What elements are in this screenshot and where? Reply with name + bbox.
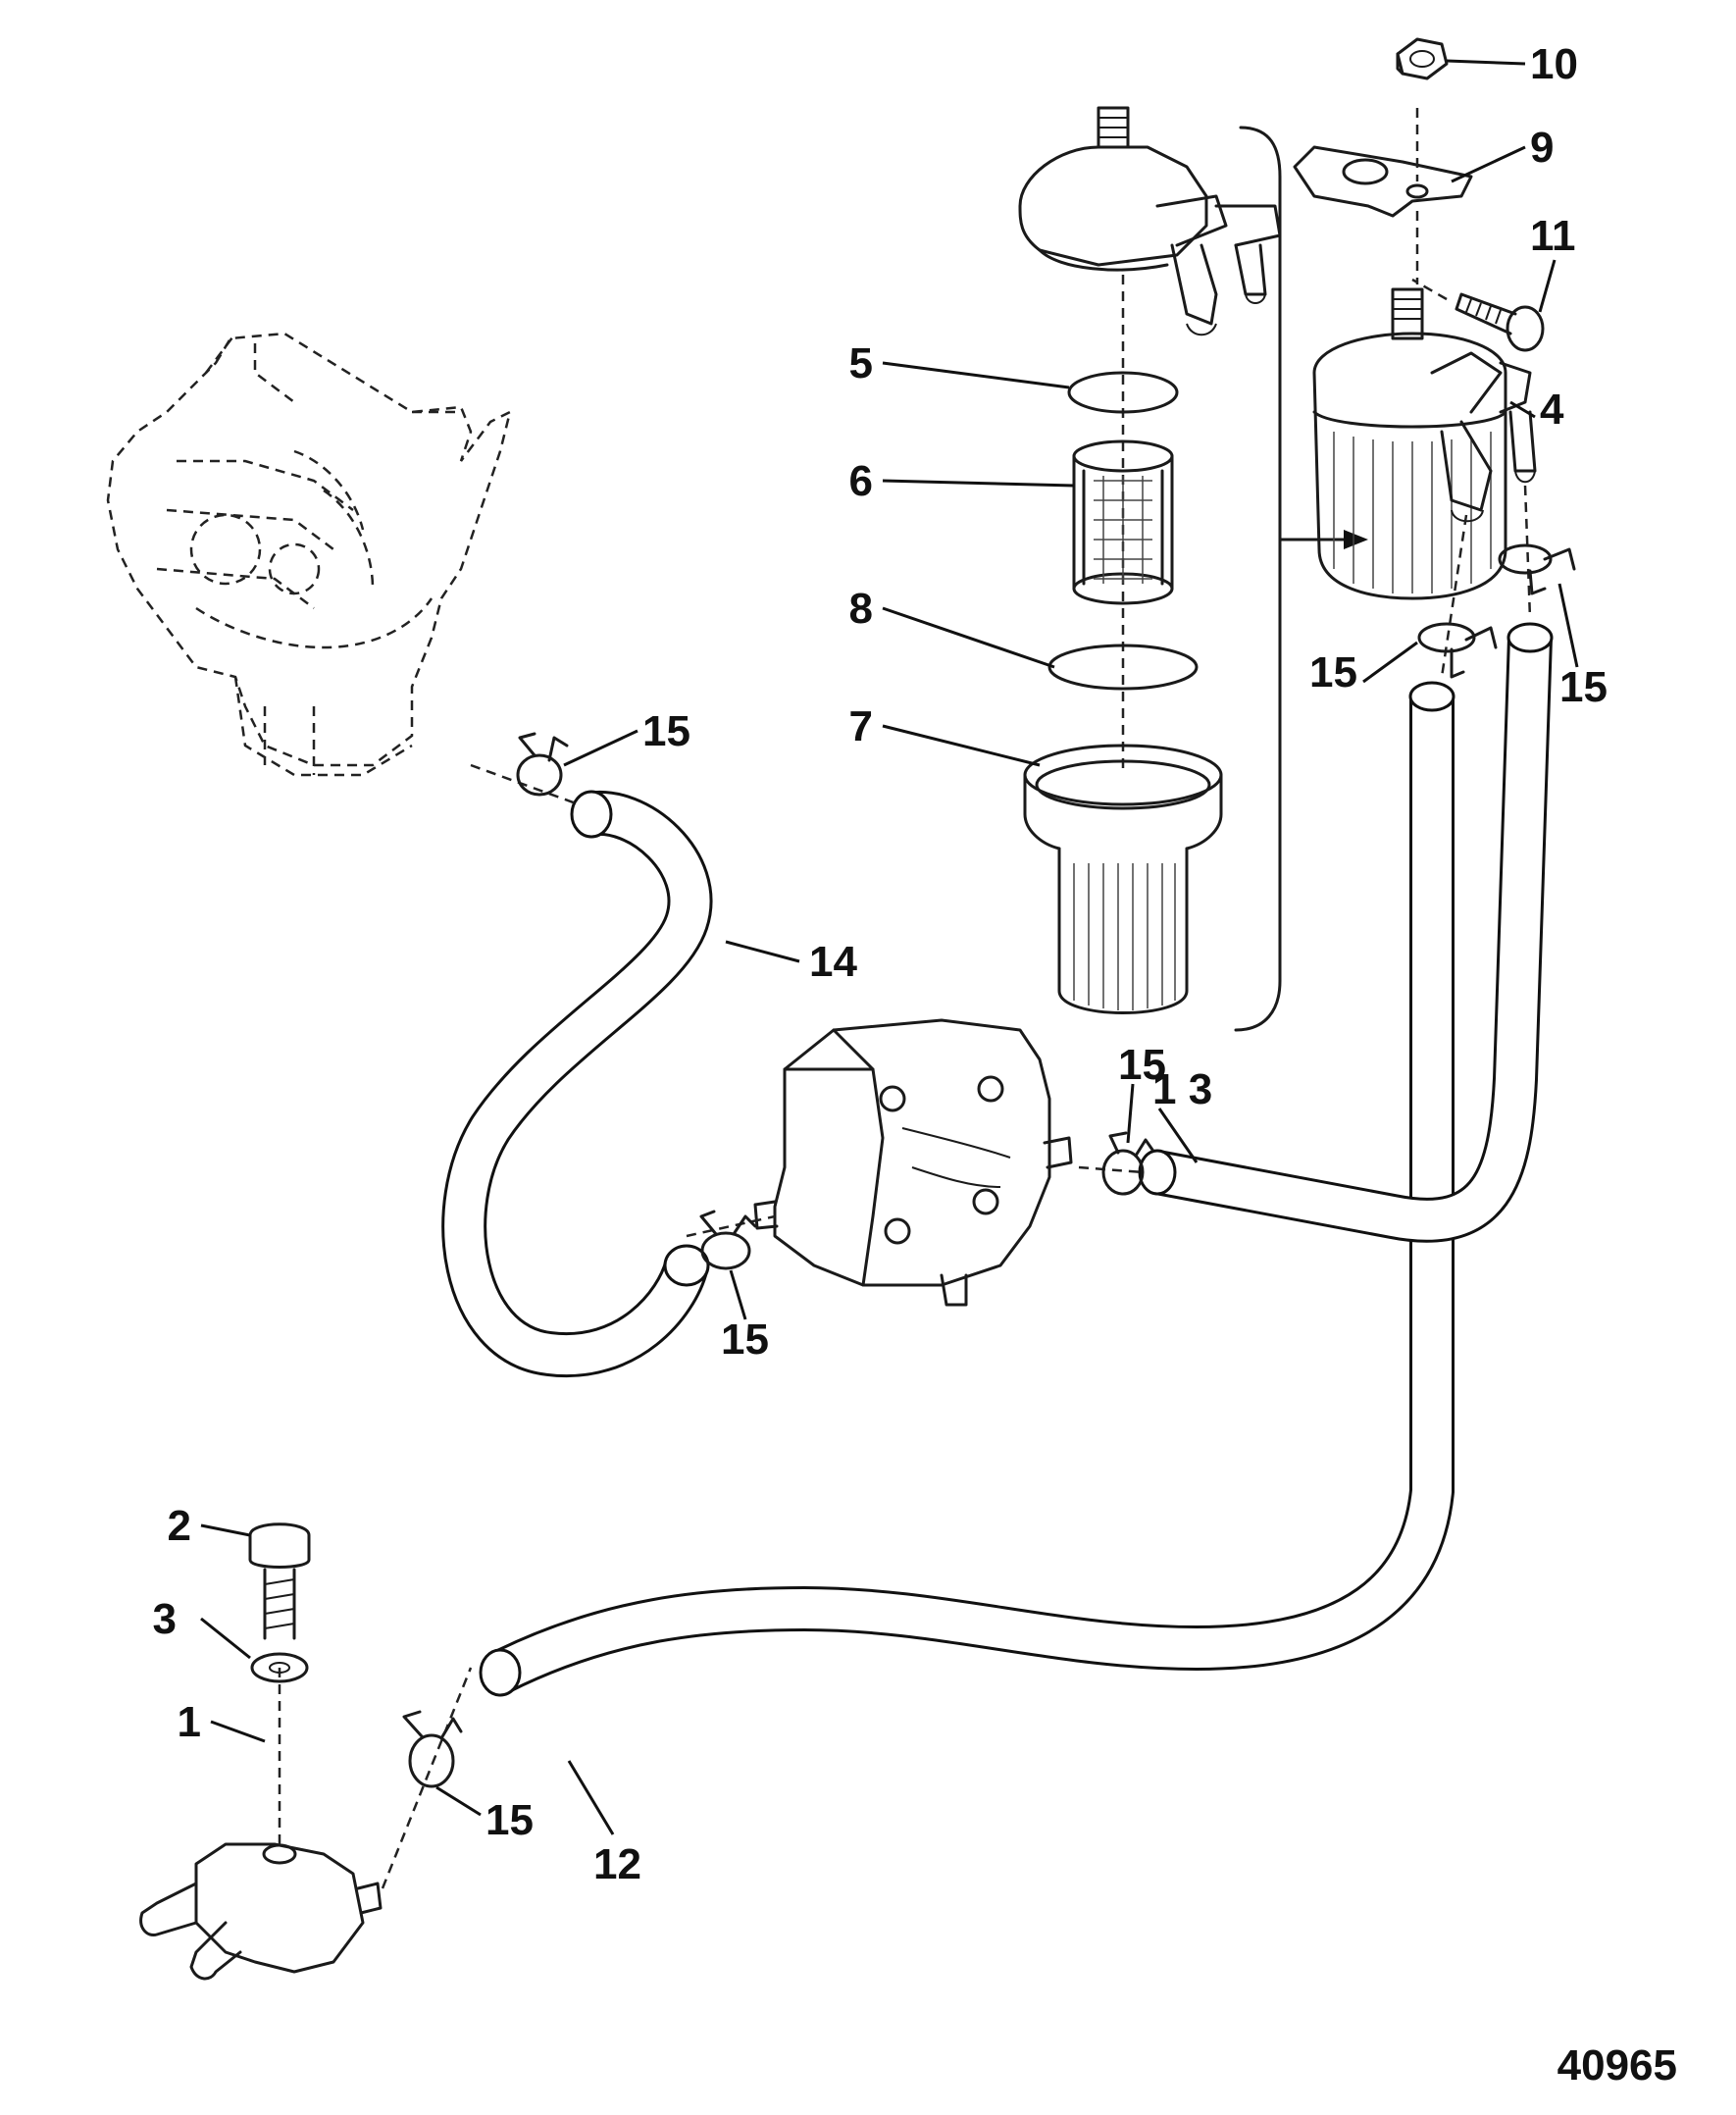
filter-head-drawing [1018, 106, 1282, 336]
callout-8: 8 [849, 585, 873, 633]
callout-14: 14 [809, 938, 857, 986]
callout-15-carburetor: 15 [642, 707, 690, 755]
mounting-bracket [1293, 108, 1473, 284]
callout-7: 7 [849, 702, 873, 750]
hose-clamp [1498, 543, 1576, 595]
seal-ring [1067, 371, 1179, 414]
hex-nut [1396, 37, 1449, 80]
hose-clamp [1101, 1131, 1154, 1196]
hose-clamp [699, 1210, 757, 1270]
callout-5: 5 [849, 339, 873, 387]
assembly-bracket [1234, 126, 1368, 1032]
leader-lines [200, 59, 1579, 1835]
callout-15-pump-inlet: 15 [721, 1315, 769, 1364]
callout-15-pump-outlet: 15 [1118, 1041, 1166, 1089]
o-ring [1047, 644, 1199, 691]
callout-15-filter-left: 15 [1309, 648, 1357, 696]
hose-13 [1152, 637, 1553, 1243]
washer [250, 1652, 309, 1683]
callout-6: 6 [849, 457, 873, 505]
callout-15-connector: 15 [485, 1796, 534, 1844]
filter-bowl [1023, 744, 1223, 1014]
callout-13: 1 3 [1152, 1065, 1212, 1113]
callout-10: 10 [1530, 40, 1578, 88]
hose-clamp [1417, 622, 1498, 679]
filter-element [1072, 439, 1174, 605]
callout-2: 2 [168, 1502, 191, 1550]
hose-14 [441, 790, 713, 1378]
callout-15-filter-right: 15 [1559, 663, 1608, 711]
callout-3: 3 [153, 1595, 177, 1643]
callout-9: 9 [1530, 124, 1554, 172]
fuel-pump [753, 1018, 1073, 1307]
callout-1: 1 [178, 1698, 201, 1746]
hose-clamp [402, 1710, 463, 1788]
hose-clamp [516, 732, 569, 797]
callout-4: 4 [1540, 386, 1564, 434]
screw [1411, 278, 1545, 352]
figure-number: 40965 [1557, 2041, 1677, 2089]
carburetor-drawing [106, 332, 512, 777]
fuel-connector [139, 1668, 383, 1981]
callout-12: 12 [593, 1840, 641, 1888]
bolt [248, 1522, 311, 1640]
callout-11: 11 [1530, 212, 1576, 260]
fuel-filter-assembly [1312, 287, 1537, 600]
